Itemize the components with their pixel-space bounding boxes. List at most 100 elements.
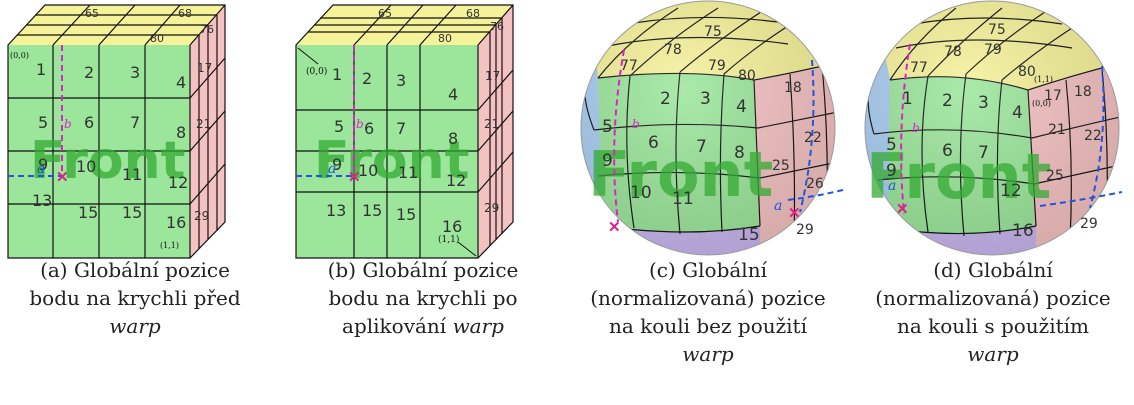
cell-number: 17 [1044, 88, 1062, 104]
cell-number: 5 [334, 117, 344, 136]
cube-grid [295, 4, 514, 259]
cell-number: 79 [984, 42, 1002, 58]
cube-figure-a: Front 1 2 3 4 5 6 7 8 9 10 11 12 13 15 1… [7, 4, 226, 259]
cell-number: 2 [84, 63, 94, 82]
corner-label-end: (1,1) [1034, 75, 1053, 84]
sphere-outline [580, 0, 836, 256]
point-marker: ✕ [56, 168, 69, 186]
panel-c: Front 2 3 4 5 6 7 8 9 10 11 15 77 78 79 … [568, 0, 848, 405]
cell-number: 80 [1018, 64, 1036, 80]
front-face-label: Front [314, 131, 469, 191]
cell-number: 18 [1074, 84, 1092, 100]
cell-number: 10 [630, 183, 652, 203]
cell-number: 78 [664, 42, 682, 58]
b-guide-line [900, 43, 911, 215]
cell-number: 75 [988, 22, 1006, 38]
b-label: b [64, 117, 72, 131]
cell-number: 6 [648, 133, 659, 153]
cell-number: 10 [358, 161, 378, 180]
cube-grid [7, 4, 226, 259]
top-numbers: 65 68 76 80 [85, 7, 214, 45]
caption-text: aplikování [342, 314, 447, 338]
cell-number: 25 [772, 158, 790, 174]
caption-line: na kouli s použitím [896, 314, 1090, 338]
cell-number: 16 [1012, 221, 1034, 241]
cell-number: 13 [326, 201, 346, 220]
cell-number: 10 [76, 157, 96, 176]
point-marker: ✕ [788, 204, 801, 222]
front-numbers: 2 3 4 5 6 7 8 9 10 11 15 [602, 89, 760, 245]
front-numbers: 1 2 3 4 5 6 7 9 12 16 [886, 89, 1034, 241]
caption-line: aplikování warp [288, 312, 558, 340]
cell-number: 3 [700, 89, 711, 109]
cell-number: 26 [806, 176, 824, 192]
cell-number: 4 [448, 85, 458, 104]
cell-number: 13 [32, 191, 52, 210]
cell-number: 15 [362, 201, 382, 220]
front-numbers: 1 2 3 4 5 6 7 8 9 10 11 12 13 15 15 16 [326, 65, 466, 236]
corner-label-start: (0,0) [10, 51, 29, 60]
cell-number: 21 [196, 117, 211, 131]
cell-number: 5 [602, 117, 613, 137]
cell-number: 7 [696, 137, 707, 157]
cell-number: 4 [1012, 103, 1023, 123]
caption-line: (a) Globální pozice [40, 258, 230, 282]
b-guide-line-right [799, 59, 815, 213]
cell-number: 8 [448, 129, 458, 148]
cell-number: 65 [378, 7, 392, 20]
cell-number: 79 [708, 58, 726, 74]
a-guide-line [787, 189, 844, 201]
sphere-outline [864, 0, 1120, 256]
cell-number: 21 [1048, 122, 1066, 138]
caption-emph: warp [452, 314, 504, 338]
b-label: b [632, 117, 640, 131]
corner-arrow-end [457, 241, 477, 257]
cell-number: 75 [704, 24, 722, 40]
caption-line: bodu na krychli před [29, 286, 241, 310]
front-numbers: 1 2 3 4 5 6 7 8 9 10 11 12 13 15 15 16 [32, 60, 188, 232]
corner-label-start: (0,0) [306, 66, 327, 77]
right-numbers: 17 18 21 22 25 29 [1044, 84, 1102, 232]
a-label: a [774, 198, 782, 214]
cell-number: 9 [602, 151, 613, 171]
panel-a: Front 1 2 3 4 5 6 7 8 9 10 11 12 13 15 1… [0, 0, 270, 405]
cell-number: 29 [484, 201, 499, 215]
cell-number: 8 [176, 123, 186, 142]
corner-label-end: (1,1) [160, 241, 179, 250]
cell-number: 12 [446, 171, 466, 190]
caption-emph: warp [967, 342, 1019, 366]
cell-number: 6 [942, 141, 953, 161]
a-guide-line [1039, 191, 1123, 207]
right-numbers: 18 22 25 26 29 [772, 80, 824, 238]
cell-number: 77 [910, 60, 928, 76]
cell-number: 78 [944, 44, 962, 60]
cell-number: 68 [466, 7, 480, 20]
caption-emph: warp [682, 342, 734, 366]
top-numbers: 65 68 76 80 [378, 7, 504, 45]
caption-line: (b) Globální pozice [327, 258, 519, 282]
point-marker: ✕ [608, 218, 621, 236]
cell-number: 1 [332, 65, 342, 84]
cell-number: 18 [784, 80, 802, 96]
b-label: b [356, 117, 364, 131]
cell-number: 15 [78, 203, 98, 222]
cell-number: 6 [364, 119, 374, 138]
cube-figure-b: Front 1 2 3 4 5 6 7 8 9 10 11 12 13 15 1… [295, 4, 514, 259]
cell-number: 6 [84, 113, 94, 132]
cell-number: 80 [738, 68, 756, 84]
corner-label-start: (0,0) [1032, 99, 1051, 108]
cell-number: 17 [197, 61, 212, 75]
cell-number: 15 [738, 225, 760, 245]
cell-number: 5 [38, 113, 48, 132]
cell-number: 4 [736, 97, 747, 117]
cell-number: 80 [150, 32, 164, 45]
cell-number: 11 [672, 189, 694, 209]
caption-line: na kouli bez použití [609, 314, 807, 338]
cell-number: 25 [1046, 168, 1064, 184]
cell-number: 11 [122, 165, 142, 184]
caption-a: (a) Globální pozice bodu na krychli před… [0, 256, 270, 340]
cell-number: 17 [485, 69, 500, 83]
cell-number: 29 [1080, 216, 1098, 232]
cell-number: 21 [484, 117, 499, 131]
cell-number: 12 [1000, 181, 1022, 201]
